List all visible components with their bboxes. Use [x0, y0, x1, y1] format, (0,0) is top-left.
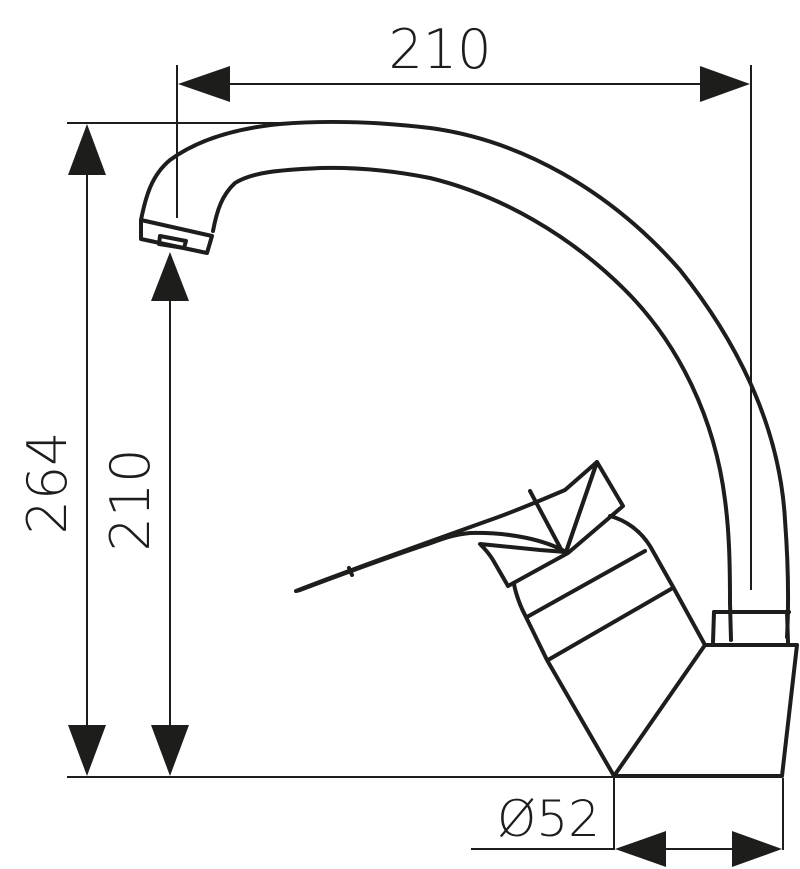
arrow-right-icon: [700, 66, 750, 102]
dimension-base-diameter: Ø52: [471, 778, 784, 867]
dimension-label-outlet-height: 210: [99, 448, 162, 551]
body-housing: [608, 514, 707, 647]
spout-outer-edge: [139, 119, 791, 639]
spout-tube-right-lower: [785, 610, 790, 644]
arrow-down-icon: [151, 725, 189, 776]
arrow-up-icon: [68, 124, 106, 175]
spout-tube-left: [728, 601, 733, 642]
dimension-outlet-height: 210: [99, 252, 189, 776]
dimension-total-height: 264: [16, 122, 614, 778]
lever-tip-mark: [347, 566, 354, 577]
aerator-slot: [157, 234, 188, 250]
spout-inner-edge: [211, 165, 732, 605]
arrow-up-icon: [151, 252, 189, 301]
dimension-label-spout-reach: 210: [388, 18, 491, 81]
cartridge-cap: [478, 460, 625, 588]
body-base: [612, 643, 799, 778]
dimension-spout-reach: 210: [176, 18, 752, 590]
faucet-outline: [139, 119, 799, 778]
lever-handle: [294, 460, 599, 593]
body-housing-front: [512, 581, 616, 778]
arrow-left-icon: [615, 831, 666, 867]
body-band-upper: [525, 549, 647, 619]
arrow-down-icon: [68, 725, 106, 776]
lever-divider: [528, 489, 564, 553]
dimension-label-total-height: 264: [16, 431, 79, 534]
aerator-outlet: [139, 218, 214, 255]
dimension-label-base-diameter: Ø52: [497, 790, 600, 848]
spout-tube-left-lower: [711, 610, 716, 644]
body-band-lower: [546, 587, 673, 662]
arrow-right-icon: [732, 831, 782, 867]
arrow-left-icon: [178, 66, 230, 102]
